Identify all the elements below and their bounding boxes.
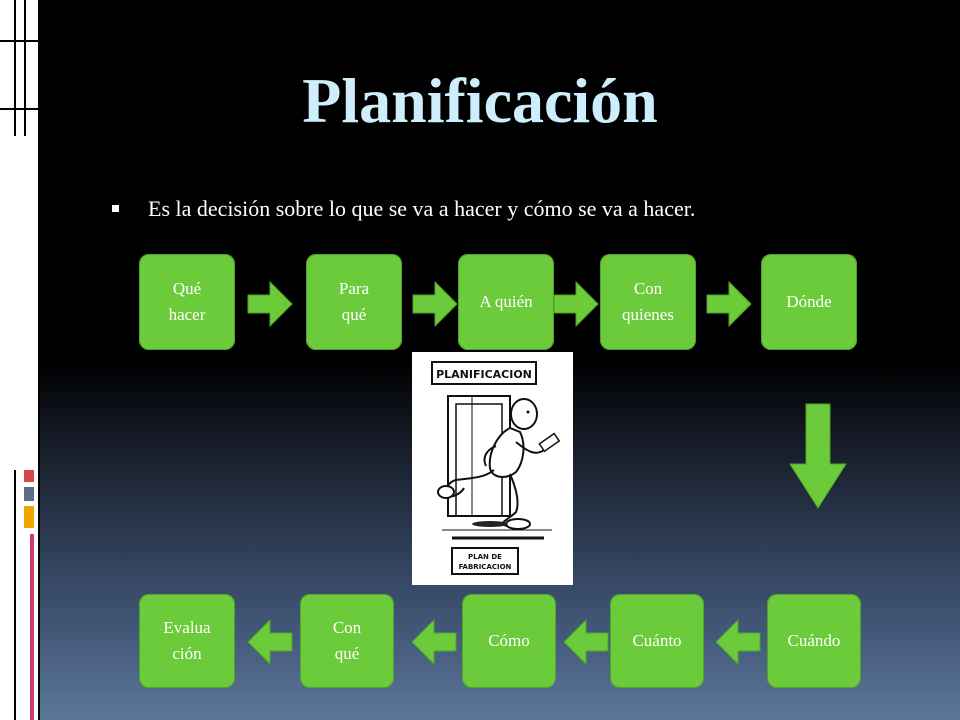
left-arrow-icon — [247, 618, 293, 666]
band-accent-red — [24, 470, 34, 482]
band-line — [14, 0, 16, 136]
bullet-square-icon — [112, 205, 119, 212]
flow-box-con-que: Con qué — [300, 594, 394, 688]
box-label: quienes — [622, 305, 674, 324]
flow-box-evaluacion: Evalua ción — [139, 594, 235, 688]
planning-cartoon-illustration: PLANIFICACION PLAN DE FABRICACION — [412, 352, 573, 585]
band-line — [0, 108, 38, 110]
box-label: Dónde — [786, 291, 832, 311]
flow-box-donde: Dónde — [761, 254, 857, 350]
cartoon-sign-top: PLANIFICACION — [436, 368, 532, 381]
flow-box-como: Cómo — [462, 594, 556, 688]
flow-box-con-quienes: Con quienes — [600, 254, 696, 350]
box-label: Para — [338, 278, 370, 298]
box-label: qué — [341, 305, 367, 324]
left-arrow-icon — [411, 618, 457, 666]
left-arrow-icon — [563, 618, 609, 666]
flow-box-a-quien: A quién — [458, 254, 554, 350]
box-label: Con — [332, 617, 362, 637]
box-label: Cómo — [488, 630, 530, 650]
flow-box-para-que: Para qué — [306, 254, 402, 350]
box-label: Cuándo — [787, 630, 841, 650]
flow-box-que-hacer: Qué hacer — [139, 254, 235, 350]
right-arrow-icon — [553, 280, 599, 328]
down-arrow-icon — [789, 403, 847, 509]
band-line — [0, 40, 38, 42]
box-label: ción — [172, 644, 202, 663]
right-arrow-icon — [247, 280, 293, 328]
band-accent-magenta — [30, 534, 34, 720]
box-label: Evalua — [163, 617, 211, 637]
bullet-text: Es la decisión sobre lo que se va a hace… — [148, 196, 696, 221]
cartoon-sign-bottom-line2: FABRICACION — [459, 563, 512, 571]
flow-box-cuando: Cuándo — [767, 594, 861, 688]
band-accent-slate — [24, 487, 34, 501]
band-divider-line — [38, 0, 40, 720]
box-label: Con — [633, 278, 663, 298]
box-label: Qué — [172, 278, 202, 298]
band-accent-orange — [24, 506, 34, 528]
flow-box-cuanto: Cuánto — [610, 594, 704, 688]
box-label: qué — [334, 644, 360, 663]
right-arrow-icon — [412, 280, 458, 328]
slide-title: Planificación — [302, 65, 658, 136]
box-label: Cuánto — [632, 630, 682, 650]
band-line — [24, 0, 26, 136]
right-arrow-icon — [706, 280, 752, 328]
cartoon-sign-bottom-line1: PLAN DE — [468, 553, 502, 561]
left-arrow-icon — [715, 618, 761, 666]
box-label: A quién — [479, 291, 533, 311]
band-line — [14, 470, 16, 720]
box-label: hacer — [168, 305, 206, 324]
